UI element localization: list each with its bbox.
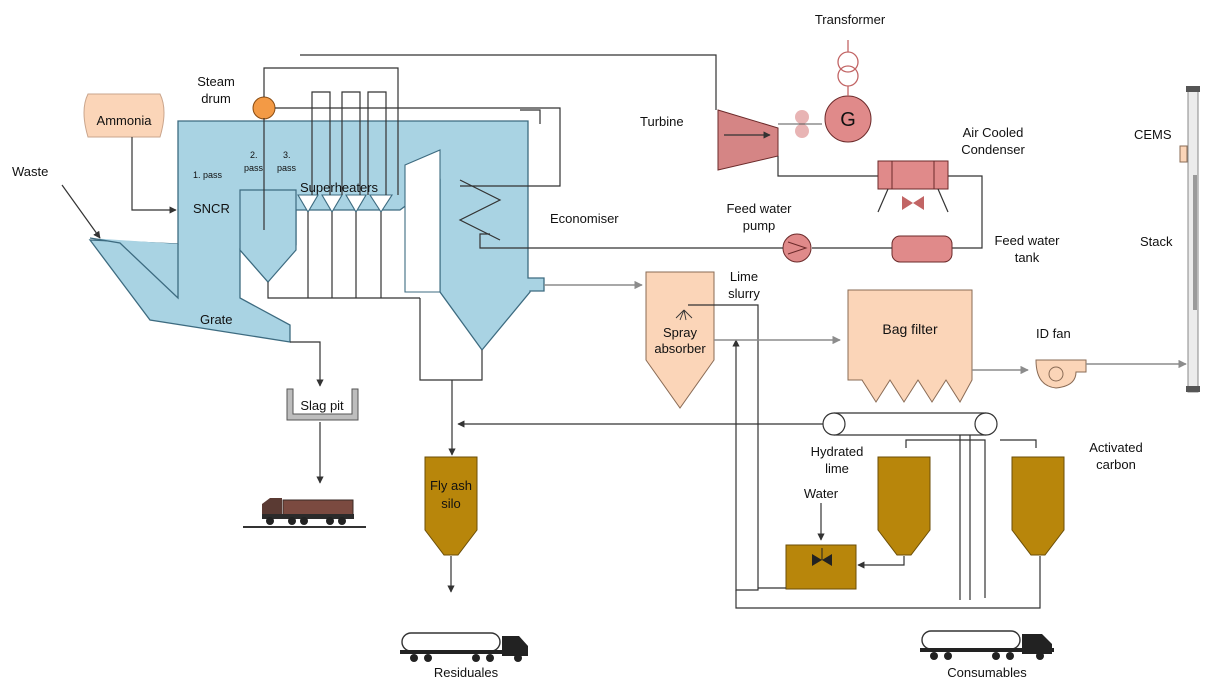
transformer-label: Transformer <box>815 12 886 27</box>
superheater-pendants <box>297 194 394 214</box>
hydrated-lime-label-2: lime <box>825 461 849 476</box>
id-fan <box>1035 359 1087 389</box>
hydrated-lime-label-1: Hydrated <box>811 444 864 459</box>
spray-absorber <box>645 271 715 409</box>
conveyor <box>822 412 998 436</box>
waste-hopper <box>89 237 179 300</box>
pass-1-label: 1. pass <box>193 170 223 180</box>
water-label: Water <box>804 486 839 501</box>
hydrated-lime-silo <box>877 456 931 556</box>
feed-pump-label-2: pump <box>743 218 776 233</box>
feed-water-tank <box>891 235 953 263</box>
gas-pass-channel <box>404 149 441 293</box>
turbine-label: Turbine <box>640 114 684 129</box>
fly-ash-label-2: silo <box>441 496 461 511</box>
pass-2-label-b: pass <box>244 163 264 173</box>
steam-drum-label-2: drum <box>201 91 231 106</box>
air-cooled-condenser <box>877 160 949 190</box>
pass-3-label-b: pass <box>277 163 297 173</box>
pass-hopper <box>239 189 297 283</box>
bag-filter <box>847 289 973 403</box>
air-cooled-label-1: Air Cooled <box>963 125 1024 140</box>
feed-pump-label-1: Feed water <box>726 201 792 216</box>
fly-ash-silo <box>424 456 478 556</box>
residuales-truck-icon <box>400 632 528 662</box>
boiler-furnace <box>88 120 545 352</box>
residuales-label: Residuales <box>434 665 499 680</box>
feed-tank-label-1: Feed water <box>994 233 1060 248</box>
spray-absorber-label-1: Spray <box>663 325 697 340</box>
pass-3-label-a: 3. <box>283 150 291 160</box>
cems-sensor <box>1179 145 1188 163</box>
activated-carbon-label-1: Activated <box>1089 440 1142 455</box>
activated-carbon-silo <box>1011 456 1065 556</box>
grate-label: Grate <box>200 312 233 327</box>
pass-2-label-a: 2. <box>250 150 258 160</box>
activated-carbon-label-2: carbon <box>1096 457 1136 472</box>
economiser-coil <box>458 179 502 241</box>
generator-label: G <box>840 109 856 131</box>
consumables-label: Consumables <box>947 665 1027 680</box>
lime-mixing-tank <box>785 544 857 590</box>
sncr-label: SNCR <box>193 201 230 216</box>
spray-absorber-label-2: absorber <box>654 341 706 356</box>
slag-pit <box>286 388 359 421</box>
air-cooled-label-2: Condenser <box>961 142 1025 157</box>
ammonia-tank <box>83 93 165 138</box>
ammonia-label: Ammonia <box>97 113 153 128</box>
superheaters-label: Superheaters <box>300 180 379 195</box>
lime-slurry-label-1: Lime <box>730 269 758 284</box>
steam-drum-label-1: Steam <box>197 74 235 89</box>
stack-label: Stack <box>1140 234 1173 249</box>
stack <box>1186 86 1200 393</box>
cems-label: CEMS <box>1134 127 1172 142</box>
id-fan-label: ID fan <box>1036 326 1071 341</box>
bag-filter-label: Bag filter <box>882 321 938 337</box>
turbine <box>717 109 779 171</box>
slag-pit-label: Slag pit <box>300 398 344 413</box>
lime-slurry-label-2: slurry <box>728 286 760 301</box>
waste-label: Waste <box>12 164 48 179</box>
transformer-icon <box>837 40 859 96</box>
fly-ash-label-1: Fly ash <box>430 478 472 493</box>
steam-drum <box>252 96 276 120</box>
feed-tank-label-2: tank <box>1015 250 1040 265</box>
economiser-label: Economiser <box>550 211 619 226</box>
slag-truck-icon <box>243 498 366 528</box>
consumables-truck-icon <box>920 630 1054 660</box>
